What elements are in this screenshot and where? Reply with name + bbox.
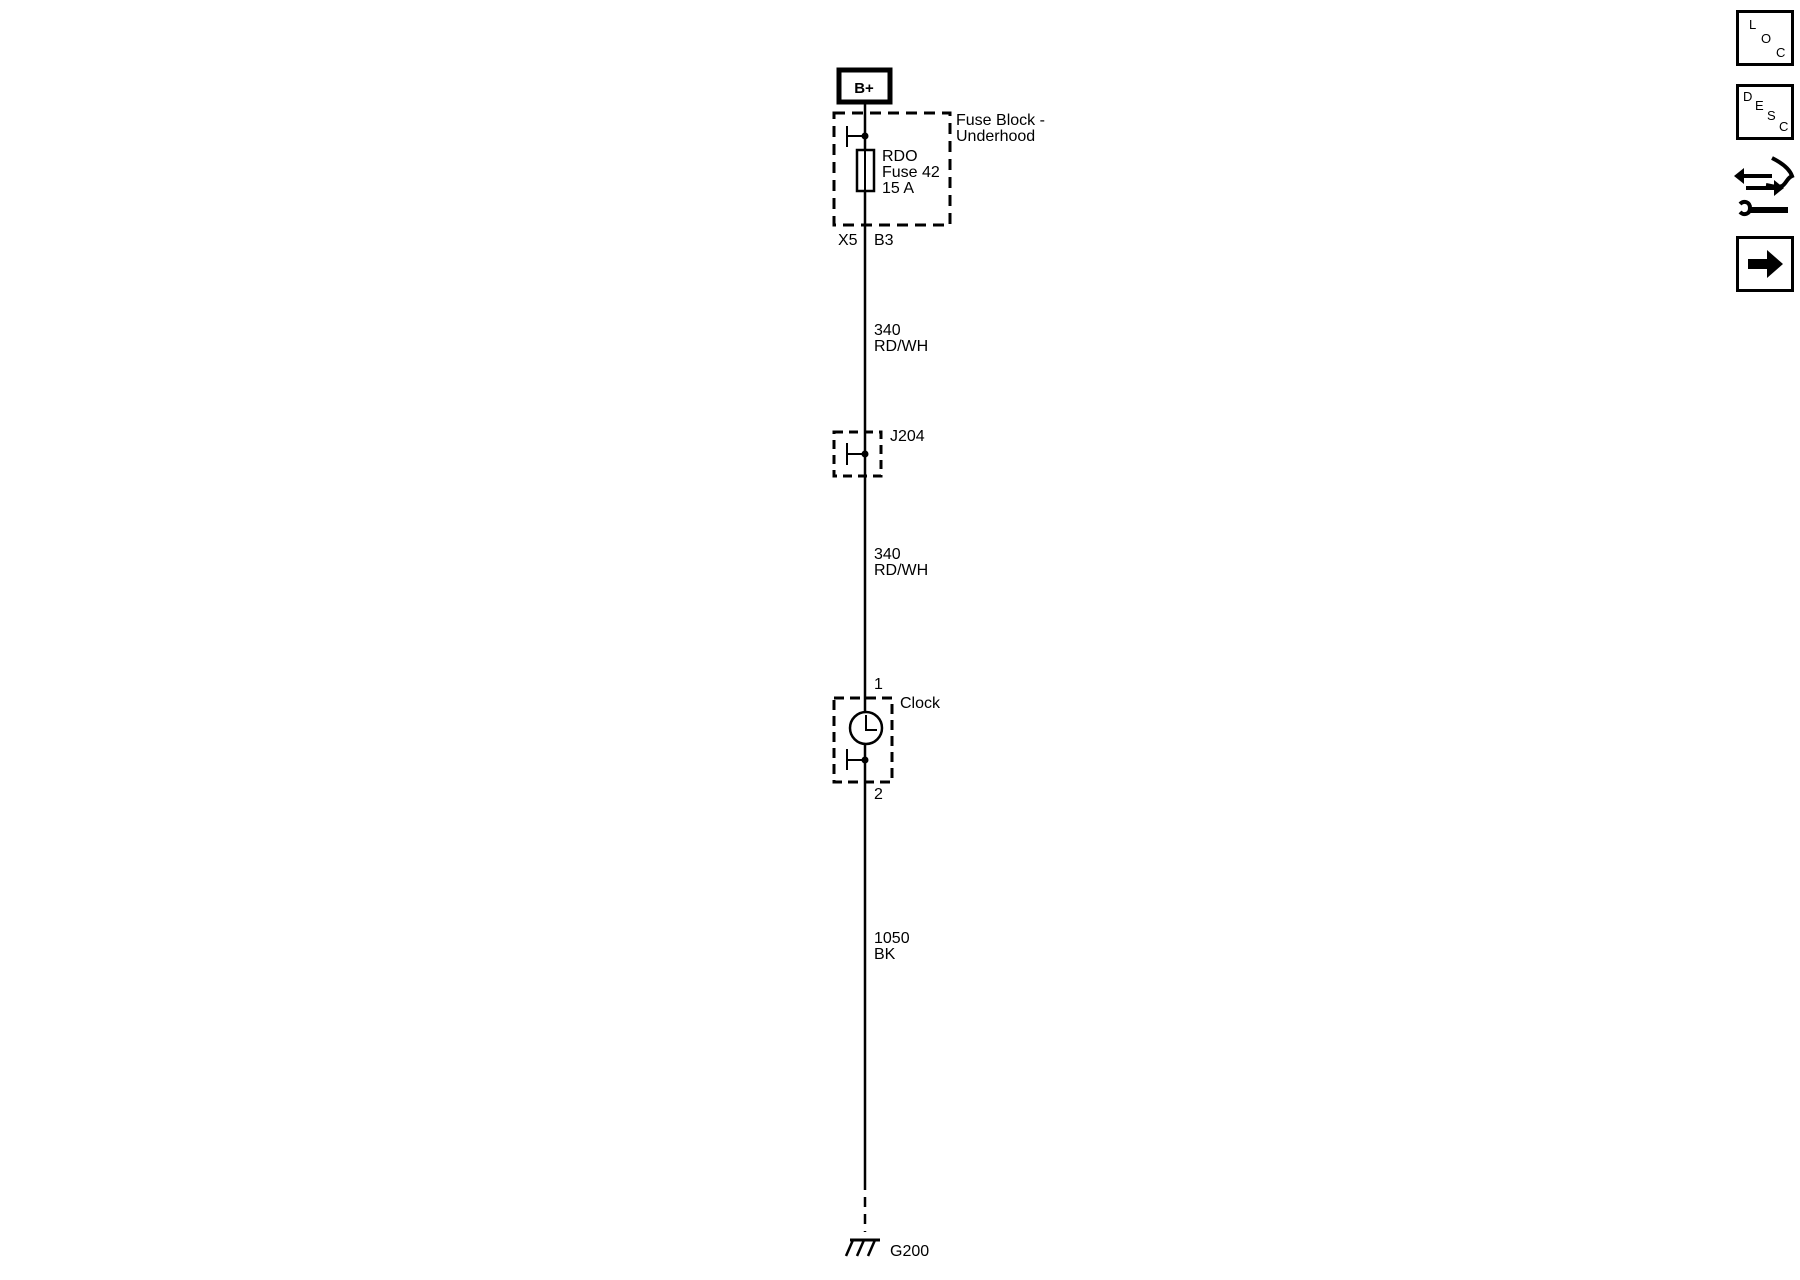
splice-label: J204 [890, 428, 925, 445]
connector-end-view-button[interactable] [1732, 154, 1796, 224]
wire-3-circuit: 1050 [874, 930, 910, 947]
description-button[interactable]: D E S C [1736, 84, 1794, 140]
wire-1-color: RD/WH [874, 338, 928, 355]
fuse-block-name-line1: Fuse Block - [956, 112, 1045, 129]
power-source-label: B+ [854, 80, 874, 97]
clock-pin-bottom: 2 [874, 786, 883, 803]
fuse-block-node [861, 132, 869, 140]
right-arrow-icon [1748, 250, 1783, 278]
fuse-label-line1: RDO [882, 148, 918, 165]
wire-2-color: RD/WH [874, 562, 928, 579]
wire-2-circuit: 340 [874, 546, 901, 563]
wire-3-color: BK [874, 946, 896, 963]
desc-letter-4: C [1779, 119, 1789, 134]
ground-icon [844, 1238, 880, 1257]
fuse-label-line2: Fuse 42 [882, 164, 940, 181]
clock-hands [865, 715, 877, 731]
fuse-label-line3: 15 A [882, 180, 914, 197]
loc-letter-2: O [1761, 31, 1772, 46]
fuse-block-name-line2: Underhood [956, 128, 1035, 145]
connector-end-view-icon [1734, 156, 1795, 217]
clock-pin-top: 1 [874, 676, 883, 693]
clock-label: Clock [900, 695, 941, 712]
splice-node [861, 450, 869, 458]
fuse-block-connector-label: X5 [838, 232, 858, 249]
desc-letter-2: E [1755, 98, 1764, 113]
wire-1-circuit: 340 [874, 322, 901, 339]
clock-node [861, 756, 869, 764]
fuse-block-pin-label: B3 [874, 232, 894, 249]
power-source-box [836, 67, 893, 105]
splice-outline [832, 430, 883, 478]
loc-letter-3: C [1776, 45, 1786, 60]
clock-outline [832, 696, 894, 784]
desc-letter-1: D [1743, 89, 1753, 104]
ground-label: G200 [890, 1243, 929, 1260]
desc-letter-3: S [1767, 108, 1776, 123]
next-page-button[interactable] [1736, 236, 1794, 292]
location-button[interactable]: L O C [1736, 10, 1794, 66]
loc-letter-1: L [1749, 17, 1757, 32]
fuse-block-outline [832, 111, 952, 227]
